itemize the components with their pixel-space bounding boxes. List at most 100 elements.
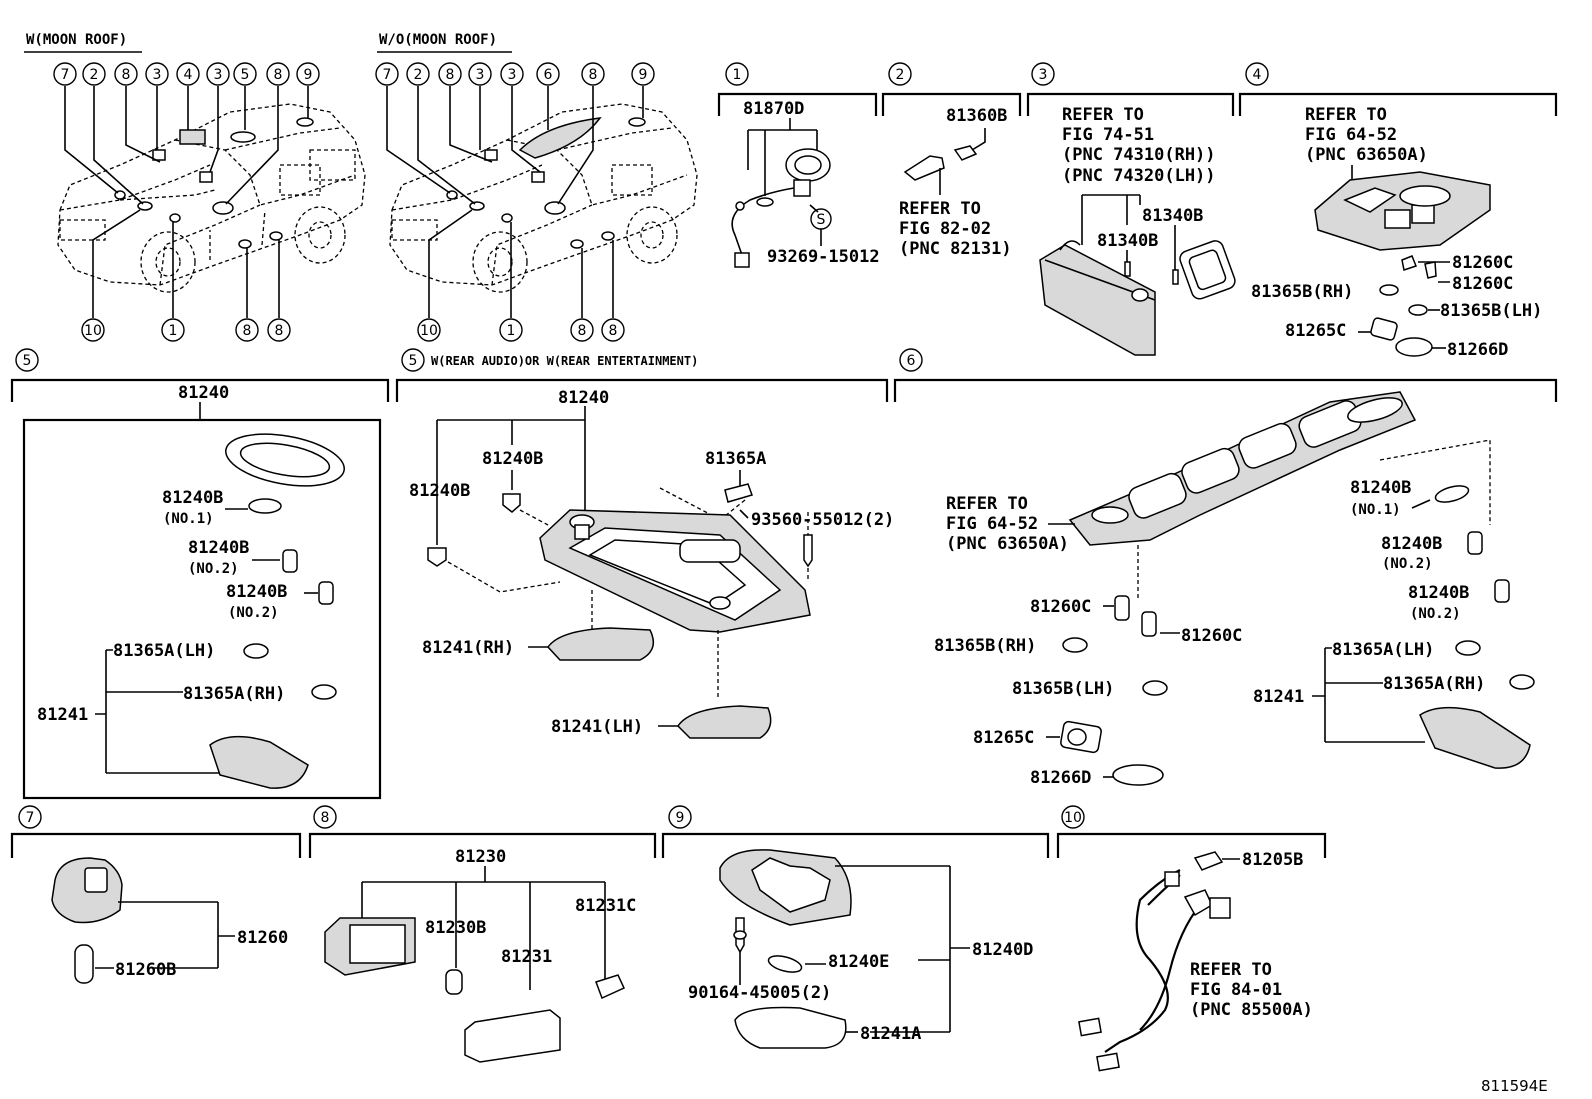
part-81340b-a: 81340B: [1142, 206, 1203, 226]
svg-text:(PNC 82131): (PNC 82131): [899, 239, 1012, 259]
callouts-car1: 7 2 8 3 4 3 5 8 9 10 1 8 8: [53, 62, 320, 342]
svg-text:8: 8: [589, 67, 598, 83]
callouts-car2: 7 2 8 3 3 6 8 9 10 1 8 8: [375, 62, 655, 342]
svg-text:81365B(LH): 81365B(LH): [1440, 301, 1542, 321]
svg-text:81365A(LH): 81365A(LH): [1332, 640, 1434, 660]
svg-text:81240B: 81240B: [1408, 583, 1469, 603]
svg-text:3: 3: [214, 67, 223, 83]
leaders-car1: [64, 86, 309, 318]
lens-81241-b: [1419, 706, 1531, 769]
svg-text:81241(LH): 81241(LH): [551, 717, 643, 737]
section-5: 5 81240 81240B (NO.1) 81240B (NO.2) 8124…: [10, 348, 390, 800]
svg-text:FIG 64-52: FIG 64-52: [946, 514, 1038, 534]
section-6: 6 REFER TO FIG 64-52 (PNC 63650A) 81240B…: [893, 348, 1558, 788]
svg-text:81265C: 81265C: [973, 728, 1034, 748]
svg-text:81240B: 81240B: [409, 481, 470, 501]
svg-text:81266D: 81266D: [1447, 340, 1508, 360]
svg-text:(PNC 63650A): (PNC 63650A): [1305, 145, 1428, 165]
svg-text:5: 5: [241, 67, 250, 83]
svg-text:(PNC 63650A): (PNC 63650A): [946, 534, 1069, 554]
svg-text:9: 9: [676, 810, 685, 826]
part-81360b: 81360B: [946, 106, 1007, 126]
svg-text:8: 8: [578, 323, 587, 339]
lens-81241-lh: [677, 705, 772, 739]
svg-text:8: 8: [321, 810, 330, 826]
svg-text:81241: 81241: [1253, 687, 1304, 707]
svg-text:(PNC 74320(LH)): (PNC 74320(LH)): [1062, 166, 1216, 186]
lens-81241-rh: [547, 627, 655, 661]
svg-text:(NO.2): (NO.2): [188, 561, 239, 577]
svg-text:10: 10: [420, 323, 438, 339]
svg-text:9: 9: [639, 67, 648, 83]
svg-text:REFER TO: REFER TO: [1062, 105, 1144, 125]
svg-text:8: 8: [275, 323, 284, 339]
svg-text:FIG 74-51: FIG 74-51: [1062, 125, 1154, 145]
svg-text:81365B(RH): 81365B(RH): [934, 636, 1036, 656]
svg-text:8: 8: [122, 67, 131, 83]
svg-text:1: 1: [733, 67, 742, 83]
lens-81231: [464, 1009, 561, 1063]
svg-text:81240E: 81240E: [828, 952, 889, 972]
section-7: 7 81260 81260B: [10, 805, 302, 984]
svg-text:2: 2: [896, 67, 905, 83]
svg-text:81260C: 81260C: [1452, 253, 1513, 273]
svg-text:81260B: 81260B: [115, 960, 176, 980]
svg-text:8: 8: [274, 67, 283, 83]
svg-text:81260C: 81260C: [1181, 626, 1242, 646]
svg-text:1: 1: [169, 323, 178, 339]
header-no-moon-roof-label: W/O(MOON ROOF): [379, 32, 497, 48]
svg-text:81260C: 81260C: [1452, 274, 1513, 294]
svg-text:1: 1: [507, 323, 516, 339]
svg-text:81365A(RH): 81365A(RH): [1383, 674, 1485, 694]
svg-text:(NO.1): (NO.1): [1350, 502, 1401, 518]
svg-text:4: 4: [184, 67, 193, 83]
section-2: 2 81360B REFER TO FIG 82-02 (PNC 82131): [881, 62, 1022, 259]
section-5-rear-audio: 5 W(REAR AUDIO)OR W(REAR ENTERTAINMENT) …: [395, 348, 894, 739]
svg-text:S: S: [817, 212, 826, 228]
bulb-81360b: [953, 145, 978, 161]
svg-text:81205B: 81205B: [1242, 850, 1303, 870]
vehicle-illustration-no-moon-roof: [389, 103, 698, 293]
svg-text:81240B: 81240B: [1381, 534, 1442, 554]
svg-text:90164-45005(2): 90164-45005(2): [688, 983, 831, 1003]
svg-text:7: 7: [383, 67, 392, 83]
svg-text:10: 10: [84, 323, 102, 339]
section-4: 4 REFER TO FIG 64-52 (PNC 63650A) 81260C…: [1238, 62, 1558, 360]
svg-text:(PNC 85500A): (PNC 85500A): [1190, 1000, 1313, 1020]
svg-text:81240B: 81240B: [162, 488, 223, 508]
lens-81241-a: [209, 735, 309, 789]
svg-text:FIG 84-01: FIG 84-01: [1190, 980, 1282, 1000]
svg-text:9: 9: [304, 67, 313, 83]
svg-text:81365A(LH): 81365A(LH): [113, 641, 215, 661]
header-no-moon-roof: W/O(MOON ROOF): [377, 32, 512, 53]
svg-text:10: 10: [1064, 810, 1082, 826]
svg-text:81241A: 81241A: [860, 1024, 921, 1044]
svg-text:REFER TO: REFER TO: [899, 199, 981, 219]
svg-text:3: 3: [476, 67, 485, 83]
svg-text:81365A: 81365A: [705, 449, 766, 469]
svg-text:93560-55012(2): 93560-55012(2): [751, 510, 894, 530]
part-93269: 93269-15012: [767, 247, 880, 267]
header-moon-roof-label: W(MOON ROOF): [26, 32, 127, 48]
svg-text:3: 3: [508, 67, 517, 83]
diagram-id: 811594E: [1481, 1077, 1548, 1095]
section-9: 9 81240D 90164-45005(2) 81240E 81241A: [661, 805, 1050, 1049]
svg-text:81230: 81230: [455, 847, 506, 867]
svg-text:8: 8: [243, 323, 252, 339]
section-1: 1 81870D S 93269-15012: [717, 62, 880, 268]
svg-text:5: 5: [23, 353, 32, 369]
part-81340b-b: 81340B: [1097, 231, 1158, 251]
svg-text:81241(RH): 81241(RH): [422, 638, 514, 658]
svg-text:(NO.2): (NO.2): [1410, 606, 1461, 622]
svg-text:REFER TO: REFER TO: [1190, 960, 1272, 980]
svg-text:3: 3: [153, 67, 162, 83]
svg-text:(NO.2): (NO.2): [228, 605, 279, 621]
svg-text:REFER TO: REFER TO: [946, 494, 1028, 514]
header-moon-roof: W(MOON ROOF): [24, 32, 142, 53]
svg-text:81240B: 81240B: [1350, 478, 1411, 498]
svg-text:FIG 64-52: FIG 64-52: [1305, 125, 1397, 145]
svg-text:81266D: 81266D: [1030, 768, 1091, 788]
leaders-car2: [386, 86, 644, 318]
svg-text:81231: 81231: [501, 947, 552, 967]
